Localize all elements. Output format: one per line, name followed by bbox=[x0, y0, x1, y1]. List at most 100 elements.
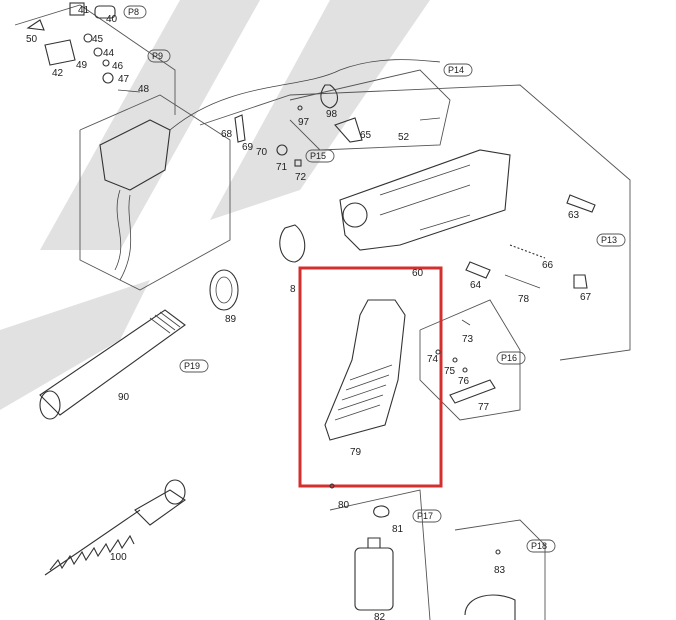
trigger-parts bbox=[435, 319, 496, 404]
watermark-stripe bbox=[210, 0, 430, 220]
label-70: 70 bbox=[256, 147, 268, 158]
label-46: 46 bbox=[112, 61, 124, 72]
label-68: 68 bbox=[221, 129, 233, 140]
part-75 bbox=[452, 357, 458, 363]
receiver-detail bbox=[379, 164, 471, 231]
part-50 bbox=[26, 19, 45, 31]
part-78 bbox=[504, 274, 541, 289]
part-79 bbox=[324, 299, 406, 441]
part-89-inner bbox=[215, 276, 233, 304]
part-44 bbox=[93, 47, 103, 57]
label-98: 98 bbox=[326, 109, 338, 120]
ref-p14: P14 bbox=[448, 65, 464, 75]
ref-p13: P13 bbox=[601, 235, 617, 245]
label-97: 97 bbox=[298, 117, 310, 128]
part-42 bbox=[44, 39, 76, 66]
ref-box-p13 bbox=[596, 233, 626, 247]
label-83: 83 bbox=[494, 565, 506, 576]
part-71 bbox=[276, 144, 288, 156]
part-100-head bbox=[164, 479, 186, 505]
ref-p18: P18 bbox=[531, 541, 547, 551]
part-82-top bbox=[367, 537, 381, 548]
ref-p17: P17 bbox=[417, 511, 433, 521]
part-97 bbox=[297, 105, 303, 111]
label-69: 69 bbox=[242, 142, 254, 153]
label-72: 72 bbox=[295, 172, 307, 183]
switch-wire-2 bbox=[119, 194, 132, 281]
long-wire bbox=[169, 59, 441, 131]
label-79: 79 bbox=[350, 447, 362, 458]
box-receiver bbox=[199, 84, 631, 361]
label-42: 42 bbox=[52, 68, 64, 79]
watermark-stripe bbox=[0, 280, 150, 410]
label-65: 65 bbox=[360, 130, 372, 141]
ref-box-p16 bbox=[496, 351, 526, 365]
part-90-thread bbox=[149, 311, 181, 334]
switch-wire bbox=[114, 189, 122, 271]
part-76 bbox=[462, 367, 468, 373]
highlight-box bbox=[298, 266, 443, 488]
label-73: 73 bbox=[462, 334, 474, 345]
ref-p16: P16 bbox=[501, 353, 517, 363]
ref-box-p18 bbox=[526, 539, 556, 553]
ref-p15: P15 bbox=[310, 151, 326, 161]
motor-parts bbox=[329, 483, 516, 620]
label-75: 75 bbox=[444, 366, 456, 377]
part-72 bbox=[294, 159, 302, 167]
part-83 bbox=[495, 549, 501, 555]
part-100-guide bbox=[134, 489, 186, 526]
grip-highlight bbox=[298, 266, 443, 488]
part-79-texture bbox=[334, 364, 393, 421]
box-motor bbox=[329, 489, 431, 620]
label-48: 48 bbox=[138, 84, 150, 95]
part-66 bbox=[509, 244, 546, 259]
ref-box-p14 bbox=[443, 63, 473, 77]
box-hop-up bbox=[79, 94, 231, 291]
ref-p19: P19 bbox=[184, 361, 200, 371]
wire bbox=[117, 89, 141, 93]
label-74: 74 bbox=[427, 354, 439, 365]
label-44: 44 bbox=[103, 48, 115, 59]
part-90-end bbox=[39, 390, 61, 420]
box-top-left bbox=[14, 4, 176, 115]
label-76: 76 bbox=[458, 376, 470, 387]
ref-p8: P8 bbox=[128, 7, 139, 17]
receiver bbox=[339, 117, 511, 251]
part-45 bbox=[83, 33, 93, 43]
ref-box-p15 bbox=[305, 149, 335, 163]
part-73 bbox=[461, 319, 471, 326]
label-52: 52 bbox=[398, 132, 410, 143]
part-98 bbox=[320, 84, 339, 109]
part-63 bbox=[566, 194, 596, 213]
label-66: 66 bbox=[542, 260, 554, 271]
label-90: 90 bbox=[118, 392, 130, 403]
part-100-spring bbox=[44, 509, 141, 576]
box-top-mid bbox=[289, 69, 451, 151]
part-labels: 41 40 50 45 44 49 46 42 47 48 98 97 65 5… bbox=[26, 5, 592, 620]
box-trigger bbox=[419, 299, 521, 421]
watermark-stripe bbox=[40, 0, 260, 250]
ref-box-p17 bbox=[412, 509, 442, 523]
part-8x bbox=[279, 224, 306, 263]
part-68 bbox=[234, 114, 246, 143]
label-49: 49 bbox=[76, 60, 88, 71]
label-45: 45 bbox=[92, 34, 104, 45]
receiver-side-parts bbox=[234, 114, 596, 289]
label-50: 50 bbox=[26, 34, 38, 45]
part-65 bbox=[334, 117, 363, 143]
part-89 bbox=[209, 269, 239, 311]
part-77 bbox=[449, 379, 496, 404]
ref-box-p9 bbox=[147, 49, 171, 63]
receiver-ring bbox=[342, 202, 368, 228]
part-18-cap bbox=[464, 594, 516, 620]
ref-p9: P9 bbox=[152, 51, 163, 61]
part-82 bbox=[354, 547, 394, 611]
top-mid-parts bbox=[297, 84, 363, 143]
part-80 bbox=[329, 483, 335, 489]
ref-box-p19 bbox=[179, 359, 209, 373]
label-47: 47 bbox=[118, 74, 130, 85]
part-47 bbox=[102, 72, 114, 84]
label-64: 64 bbox=[470, 280, 482, 291]
stock-parts bbox=[39, 269, 239, 576]
